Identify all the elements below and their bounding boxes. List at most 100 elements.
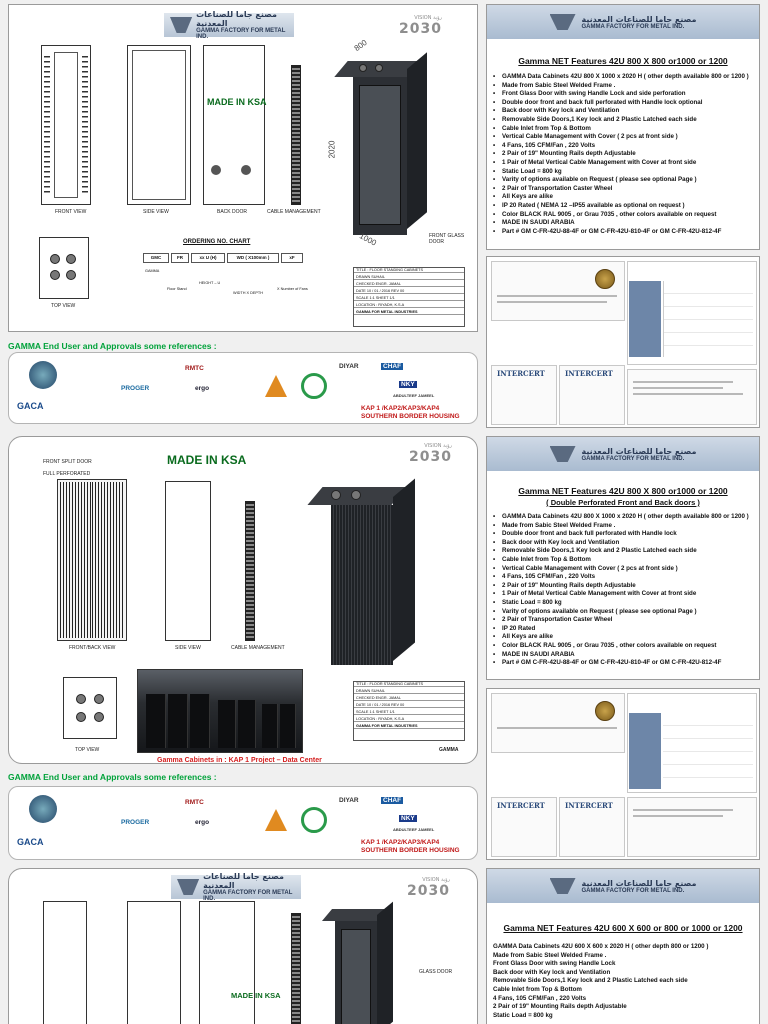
feature-item: Made from Sabic Steel Welded Frame .	[493, 951, 607, 959]
logo-rmtc-1: RMTC	[185, 365, 204, 372]
seal-icon-2	[595, 701, 615, 721]
made-in-ksa-1: MADE IN KSA	[207, 97, 267, 107]
dim-2020: 2020	[327, 140, 337, 159]
feature-item: Vertical Cable Management with Cover ( 2…	[493, 133, 755, 142]
feature-item: Front Glass Door with swing Handle Lock	[493, 960, 616, 968]
front-view-label: FRONT VIEW	[55, 209, 87, 215]
feature-item: GAMMA Data Cabinets 42U 800 X 1000 x 202…	[493, 73, 755, 82]
certificates-1: INTERCERT INTERCERT	[486, 256, 760, 428]
order-note-gamma: GAMMA	[145, 269, 160, 273]
feature-item: Part # GM C-FR-42U-88-4F or GM C-FR-42U-…	[493, 659, 755, 668]
title-block-2: TITLE : FLOOR STANDING CABINETS DRAWN SU…	[353, 681, 465, 741]
dim-800: 800	[352, 37, 369, 54]
cable-management-drawing-2	[245, 501, 255, 641]
order-note-floor: Floor Stand	[167, 287, 187, 291]
seal-icon	[595, 269, 615, 289]
back-door-drawing-3	[199, 901, 255, 1024]
feature-item: GAMMA Data Cabinets 42U 800 X 1000 x 202…	[493, 513, 755, 522]
approvals-heading-1: GAMMA End User and Approvals some refere…	[8, 341, 217, 351]
feature-item: 2 Pair of Transportation Caster Wheel	[493, 185, 755, 194]
feature-item: 1 Pair of Metal Vertical Cable Managemen…	[493, 590, 755, 599]
logo-strip-2: GACA PROGER ergo RMTC DIYAR CHAF NKY ABD…	[8, 786, 478, 860]
full-perforated-label: FULL PERFORATED	[43, 471, 91, 477]
feature-item: Removable Side Doors,1 Key lock and 2 Pl…	[493, 547, 755, 556]
brand-name-ar: مصنع جاما للصناعات المعدنية	[196, 10, 277, 28]
intercert-logo-2: INTERCERT	[565, 369, 613, 378]
feature-item: All Keys are alike	[493, 193, 755, 202]
order-note-wd: WIDTH X DEPTH	[233, 291, 263, 295]
side-view-label: SIDE VIEW	[143, 209, 169, 215]
front-view-drawing-3	[43, 901, 87, 1024]
order-cell-fr: FR	[171, 253, 189, 263]
feature-item: Back door with Key lock and Ventilation	[493, 107, 755, 116]
approvals-heading-2: GAMMA End User and Approvals some refere…	[8, 772, 217, 782]
feature-item: Part # GM C-FR-42U-88-4F or GM C-FR-42U-…	[493, 228, 755, 237]
top-view-label-2: TOP VIEW	[75, 747, 100, 753]
made-in-ksa-2: MADE IN KSA	[167, 453, 247, 467]
datacenter-photo	[137, 669, 303, 753]
cable-mgmt-label-2: CABLE MANAGEMENT	[231, 645, 285, 651]
feature-item: Made from Sabic Steel Welded Frame .	[493, 522, 755, 531]
gamma-logo-icon	[549, 14, 576, 30]
feature-item: 4 Fans, 105 CFM/Fan , 220 Volts	[493, 994, 587, 1002]
feature-item: 2 Pair of 19" Mounting Rails depth Adjus…	[493, 582, 755, 591]
certificates-2: INTERCERT INTERCERT	[486, 688, 760, 860]
top-view-drawing-2	[63, 677, 117, 739]
feature-item: Varity of options available on Request (…	[493, 608, 755, 617]
side-view-label-2: SIDE VIEW	[175, 645, 201, 651]
feature-item: 4 Fans, 105 CFM/Fan , 220 Volts	[493, 142, 755, 151]
features-title-2: Gamma NET Features 42U 800 X 800 or1000 …	[518, 486, 728, 496]
features-list-2: GAMMA Data Cabinets 42U 800 X 1000 x 202…	[493, 513, 755, 668]
feature-item: Static Load = 800 kg	[493, 1011, 553, 1019]
brand-name-en: GAMMA FACTORY FOR METAL IND.	[196, 28, 286, 40]
feature-item: Double door front and back full perforat…	[493, 99, 755, 108]
feature-item: Removable Side Doors,1 Key lock and 2 Pl…	[493, 116, 755, 125]
order-cell-height: xx U (H)	[191, 253, 225, 263]
feature-item: Color BLACK RAL 9005 , or Grau 7035 , ot…	[493, 211, 755, 220]
feature-item: Vertical Cable Management with Cover ( 2…	[493, 565, 755, 574]
feature-item: Back door with Key lock and Ventilation	[493, 539, 755, 548]
feature-item: Cable Inlet from Top & Bottom	[493, 556, 755, 565]
front-back-view-label: FRONT/BACK VIEW	[69, 645, 116, 651]
cable-management-drawing-3	[291, 913, 301, 1024]
front-view-drawing	[41, 45, 91, 205]
logo-southern-1: SOUTHERN BORDER HOUSING	[361, 413, 460, 420]
feature-item: IP 20 Rated	[493, 625, 755, 634]
feature-item: Made from Sabic Steel Welded Frame .	[493, 82, 755, 91]
front-back-drawing	[57, 479, 127, 641]
logo-diyar-1: DIYAR	[339, 363, 359, 370]
order-cell-gmc: GMC	[143, 253, 169, 263]
order-note-fans: X Number of Fans	[277, 287, 308, 291]
front-glass-label: FRONT GLASS DOOR	[429, 233, 465, 245]
feature-item: All Keys are alike	[493, 633, 755, 642]
front-split-label: FRONT SPLIT DOOR	[43, 459, 92, 465]
logo-gaca-1: GACA	[17, 401, 44, 411]
ordering-title: ORDERING NO. CHART	[183, 239, 251, 245]
logo-ergo-1: ergo	[195, 385, 210, 392]
gamma-logo-icon	[549, 878, 576, 894]
back-door-label: BACK DOOR	[217, 209, 248, 215]
logo-kap-1: KAP 1 /KAP2/KAP3/KAP4	[361, 405, 440, 412]
side-view-drawing-2	[165, 481, 211, 641]
top-view-label: TOP VIEW	[51, 303, 76, 309]
order-cell-fans: xF	[281, 253, 303, 263]
feature-item: Static Load = 800 kg	[493, 168, 755, 177]
feature-item: Cable Inlet from Top & Bottom	[493, 985, 582, 993]
order-cell-wd: WD ( X100mm )	[227, 253, 279, 263]
logo-strip-1: GACA PROGER ergo RMTC DIYAR CHAF NKY ABD…	[8, 352, 478, 424]
made-in-ksa-3: MADE IN KSA	[231, 991, 281, 1000]
feature-item: Double door front and back full perforat…	[493, 530, 755, 539]
feature-item: MADE IN SAUDI ARABIA	[493, 219, 755, 228]
feature-item: MADE IN SAUDI ARABIA	[493, 651, 755, 660]
side-view-drawing	[127, 45, 191, 205]
gamma-logo-icon	[177, 879, 200, 895]
